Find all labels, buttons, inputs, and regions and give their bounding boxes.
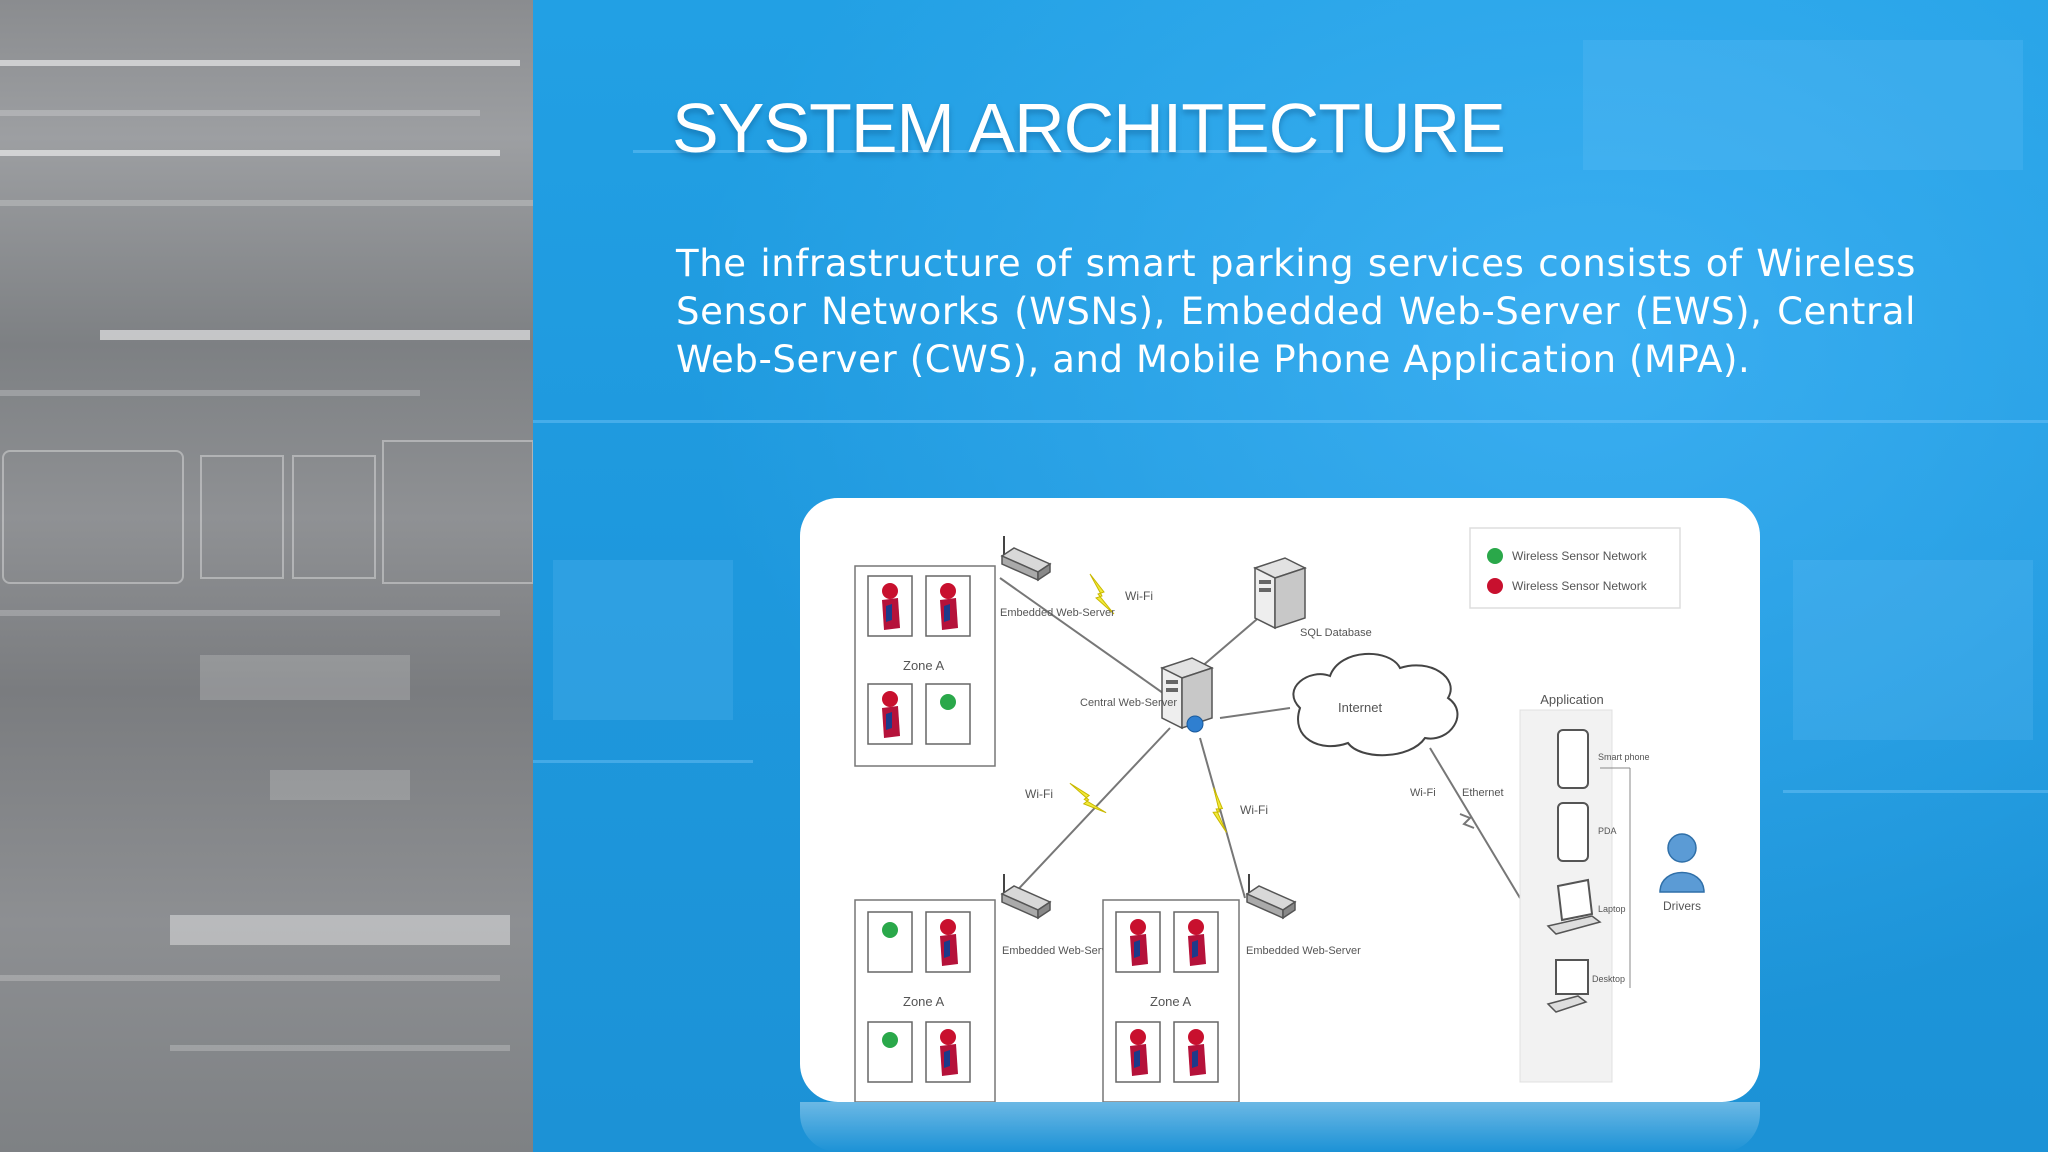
- ews-label: Embedded Web-Server: [1246, 945, 1361, 957]
- slide-title: SYSTEM ARCHITECTURE: [672, 88, 1505, 168]
- legend-label-red: Wireless Sensor Network: [1512, 579, 1648, 593]
- slide-body-text: The infrastructure of smart parking serv…: [676, 240, 1916, 384]
- legend: Wireless Sensor Network Wireless Sensor …: [1470, 528, 1680, 608]
- decor-box: [292, 455, 376, 579]
- bg-block: [1793, 560, 2033, 740]
- ethernet-label: Ethernet: [1462, 787, 1504, 799]
- bg-block: [1583, 40, 2023, 170]
- router-icon: [1247, 874, 1295, 918]
- bg-block: [553, 560, 733, 720]
- device-label: Desktop: [1592, 974, 1625, 984]
- decor-stripe: [170, 915, 510, 945]
- decor-stripe: [0, 150, 500, 156]
- ews-label: Embedded Web-Server: [1002, 945, 1117, 957]
- zone-label: Zone A: [903, 994, 945, 1009]
- decor-stripe: [0, 60, 520, 66]
- decor-graph-box: [382, 440, 533, 584]
- zone-label: Zone A: [1150, 994, 1192, 1009]
- device-label: Laptop: [1598, 904, 1626, 914]
- ews-label: Embedded Web-Server: [1000, 607, 1115, 619]
- application-panel: Application Smart phone PDA Laptop Deskt…: [1520, 692, 1650, 1082]
- sql-database-icon: [1255, 558, 1305, 628]
- ethernet-wifi-label: Wi-Fi: [1410, 787, 1436, 799]
- decor-box: [200, 455, 284, 579]
- decor-stripe: [0, 610, 500, 616]
- zone-label: Zone A: [903, 658, 945, 673]
- zone-top-left: Zone A: [855, 566, 995, 766]
- router-icon: [1002, 536, 1050, 580]
- laptop-icon: [1558, 880, 1592, 920]
- central-server-icon: [1162, 658, 1212, 728]
- diagram-svg: Wireless Sensor Network Wireless Sensor …: [800, 498, 1760, 1102]
- legend-green-marker: [1487, 548, 1503, 564]
- central-server-label: Central Web-Server: [1080, 697, 1177, 709]
- pda-icon: [1558, 803, 1588, 861]
- decor-stripe: [170, 1045, 510, 1051]
- decor-block: [200, 655, 410, 700]
- zone-bottom-right: Zone A: [1103, 900, 1239, 1102]
- globe-icon: [1187, 716, 1203, 732]
- wifi-label: Wi-Fi: [1025, 787, 1053, 801]
- wifi-label: Wi-Fi: [1240, 803, 1268, 817]
- device-label: Smart phone: [1598, 752, 1650, 762]
- decor-stripe: [100, 330, 530, 340]
- architecture-diagram: Wireless Sensor Network Wireless Sensor …: [800, 498, 1760, 1102]
- decor-stripe: [0, 110, 480, 116]
- decor-stripe: [0, 975, 500, 981]
- left-decorative-panel: [0, 0, 533, 1152]
- decor-block: [270, 770, 410, 800]
- bg-line: [533, 760, 753, 763]
- drivers-label: Drivers: [1663, 899, 1701, 913]
- decor-gauge-box: [2, 450, 184, 584]
- desktop-icon: [1556, 960, 1588, 994]
- legend-label-green: Wireless Sensor Network: [1512, 549, 1648, 563]
- diagram-reflection: [800, 1102, 1760, 1152]
- device-label: PDA: [1598, 826, 1617, 836]
- wifi-label: Wi-Fi: [1125, 589, 1153, 603]
- drivers-icon: [1660, 834, 1704, 892]
- zone-bottom-left: Zone A: [855, 900, 995, 1102]
- internet-label: Internet: [1338, 700, 1382, 715]
- legend-red-marker: [1487, 578, 1503, 594]
- smartphone-icon: [1558, 730, 1588, 788]
- bg-line: [1783, 790, 2048, 793]
- decor-stripe: [0, 390, 420, 396]
- application-title: Application: [1540, 692, 1604, 707]
- decor-stripe: [0, 200, 533, 206]
- sql-label: SQL Database: [1300, 627, 1372, 639]
- bg-line: [533, 420, 2048, 423]
